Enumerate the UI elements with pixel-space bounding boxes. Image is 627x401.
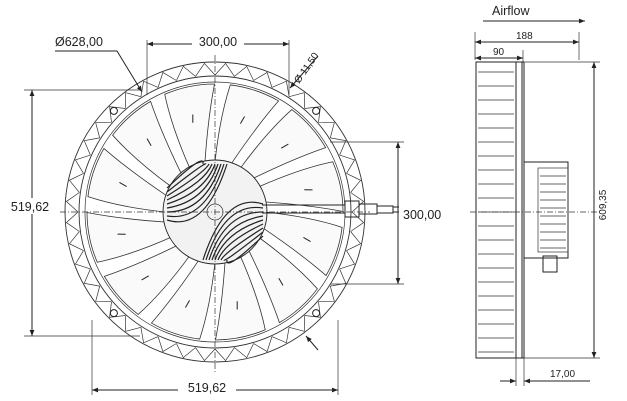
flange-side: [515, 61, 525, 359]
dim-depth-text: 188: [516, 31, 533, 42]
airflow-label: Airflow: [492, 4, 530, 18]
cooling-fin: [166, 160, 204, 189]
cooling-fin: [166, 163, 225, 218]
dim-top-text: 300,00: [199, 35, 237, 49]
blade-mark: [278, 277, 284, 286]
lattice-zigzag: [65, 62, 365, 362]
cooling-fin: [205, 206, 264, 261]
blade-mark: [280, 143, 289, 149]
fan-blade: [262, 211, 343, 277]
fan-blade: [214, 84, 280, 165]
cooling-fin: [166, 163, 207, 193]
cooling-fin: [223, 231, 264, 261]
mounting-hole: [109, 106, 118, 115]
blade-mark: [239, 116, 245, 124]
dim-left-text: 519,62: [11, 200, 49, 214]
blade-mark: [185, 300, 191, 308]
cooling-fin: [166, 163, 216, 205]
mounting-hole: [312, 106, 321, 115]
motor-side-ribs: [540, 175, 566, 249]
blade-mark: [146, 138, 152, 147]
dim-bottom-text: 519,62: [188, 381, 226, 395]
cooling-fin: [166, 163, 213, 201]
blade-mark: [119, 182, 127, 188]
dim-diameter-text: Ø628,00: [55, 35, 103, 49]
fan-blades: [86, 83, 344, 341]
motor-side: [523, 161, 569, 259]
cooling-fin: [217, 223, 264, 261]
dim-hub-text: 90: [493, 47, 505, 58]
dim-flange-text: 17,00: [550, 369, 575, 380]
dim-height-text: 609,35: [598, 189, 609, 220]
cable-and-connector: [262, 200, 399, 218]
cooling-fin: [166, 163, 210, 197]
dim-bottom: 519,62: [91, 320, 339, 395]
dim-hole-text: Ø 11,50: [292, 51, 321, 86]
fan-blade: [112, 100, 183, 188]
dim-diameter: Ø628,00: [55, 35, 143, 93]
cooling-fin: [208, 211, 264, 261]
blade-mark: [303, 236, 311, 242]
mounting-hole: [312, 309, 321, 318]
dim-top-300: 300,00: [146, 34, 290, 95]
fan-blade: [247, 236, 318, 324]
shroud-lattice: [65, 62, 365, 362]
fan-blade: [150, 259, 216, 340]
cooling-fin: [166, 163, 222, 213]
cooling-fin: [226, 235, 264, 264]
fan-blade: [87, 147, 168, 213]
dim-right-text: 300,00: [403, 208, 441, 222]
dim-hole: Ø 11,50: [289, 51, 322, 89]
front-view: [60, 55, 399, 372]
connector-side: [542, 255, 558, 273]
cooling-fin: [220, 227, 264, 261]
mounting-holes: [109, 106, 321, 318]
airflow-indicator: Airflow: [483, 4, 585, 24]
fan-blade: [214, 254, 266, 341]
cooling-fin: [214, 219, 264, 261]
dim-right: 300,00: [330, 141, 448, 285]
dim-left: 519,62: [4, 89, 140, 337]
mounting-hole: [109, 309, 118, 318]
side-view: Airflow 188 90 609,35 17,00: [470, 4, 609, 386]
fan-blade: [103, 244, 191, 315]
fan-blade: [164, 83, 216, 170]
blade-mark: [141, 275, 150, 281]
frame-ribs: [478, 71, 514, 353]
fan-blade: [86, 211, 173, 263]
fan-frame-side: [475, 61, 523, 359]
fan-blade: [239, 109, 327, 180]
